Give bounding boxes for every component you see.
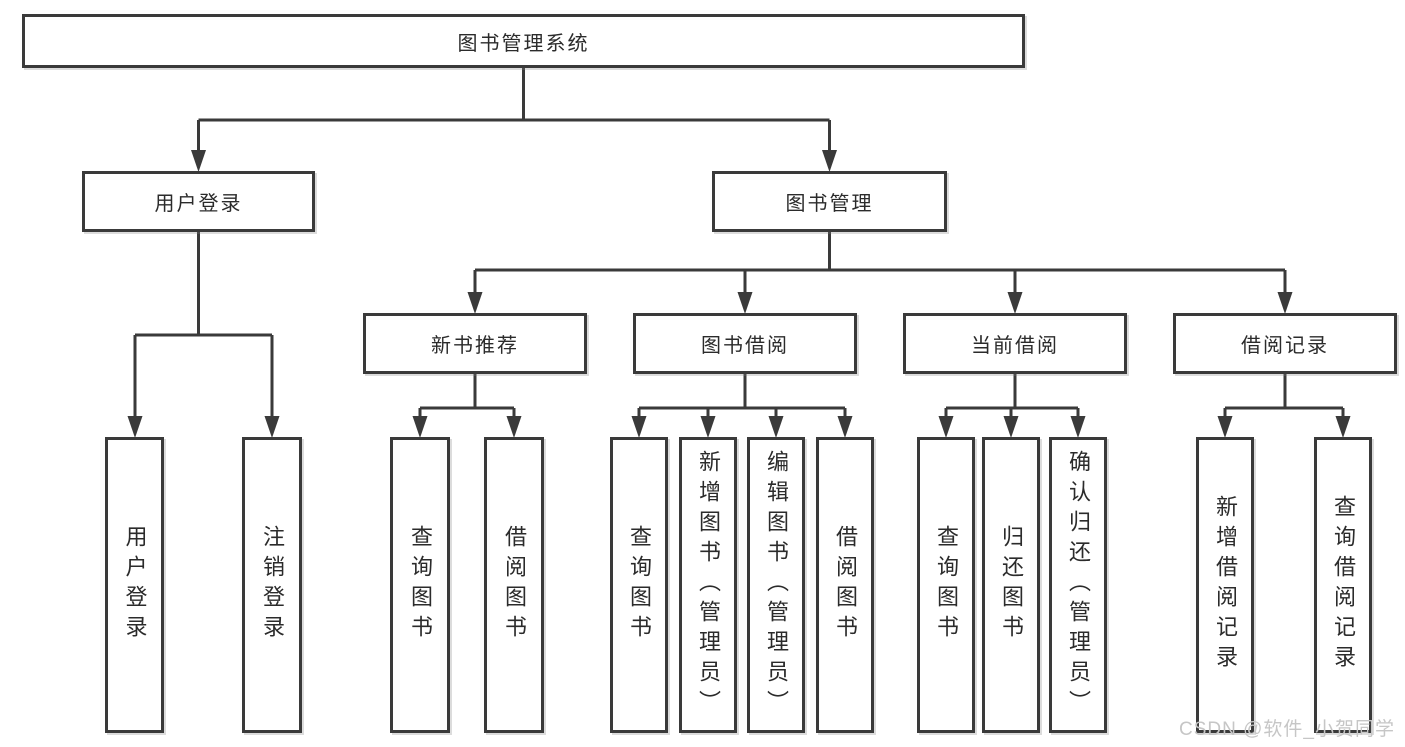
- node-new-book-recommend: 新书推荐: [363, 313, 587, 374]
- node-root-system: 图书管理系统: [22, 14, 1025, 68]
- leaf-borrow-book: 借阅图书: [816, 437, 874, 733]
- leaf-label: 注销登录: [260, 525, 285, 645]
- leaf-add-borrow-record: 新增借阅记录: [1196, 437, 1254, 733]
- leaf-label: 查询图书: [627, 525, 652, 645]
- leaf-query-book-recommend: 查询图书: [390, 437, 450, 733]
- leaf-label: 新增图书（管理员）: [696, 450, 721, 720]
- leaf-label: 查询图书: [408, 525, 433, 645]
- node-current-borrow: 当前借阅: [903, 313, 1127, 374]
- leaf-query-book-current: 查询图书: [917, 437, 975, 733]
- csdn-watermark: CSDN @软件_小贺同学: [1179, 719, 1395, 740]
- node-user-login: 用户登录: [82, 171, 315, 232]
- arrowhead-icons: [127, 150, 1351, 438]
- leaf-label: 确认归还（管理员）: [1066, 450, 1091, 720]
- leaf-label: 用户登录: [122, 525, 148, 645]
- leaf-return-book: 归还图书: [982, 437, 1040, 733]
- leaf-label: 借阅图书: [833, 525, 858, 645]
- node-borrow-record: 借阅记录: [1173, 313, 1397, 374]
- leaf-borrow-book-recommend: 借阅图书: [484, 437, 544, 733]
- leaf-label: 归还图书: [999, 525, 1024, 645]
- node-book-borrow: 图书借阅: [633, 313, 857, 374]
- leaf-query-book-borrow: 查询图书: [610, 437, 668, 733]
- leaf-logout: 注销登录: [242, 437, 302, 733]
- leaf-label: 新增借阅记录: [1213, 495, 1238, 675]
- node-book-management: 图书管理: [712, 171, 947, 232]
- leaf-edit-book-admin: 编辑图书（管理员）: [747, 437, 805, 733]
- leaf-user-login: 用户登录: [105, 437, 164, 733]
- leaf-confirm-return-admin: 确认归还（管理员）: [1049, 437, 1107, 733]
- leaf-query-borrow-record: 查询借阅记录: [1314, 437, 1372, 733]
- leaf-label: 借阅图书: [502, 525, 527, 645]
- leaf-label: 编辑图书（管理员）: [764, 450, 789, 720]
- leaf-label: 查询借阅记录: [1331, 495, 1356, 675]
- leaf-label: 查询图书: [934, 525, 959, 645]
- leaf-add-book-admin: 新增图书（管理员）: [679, 437, 737, 733]
